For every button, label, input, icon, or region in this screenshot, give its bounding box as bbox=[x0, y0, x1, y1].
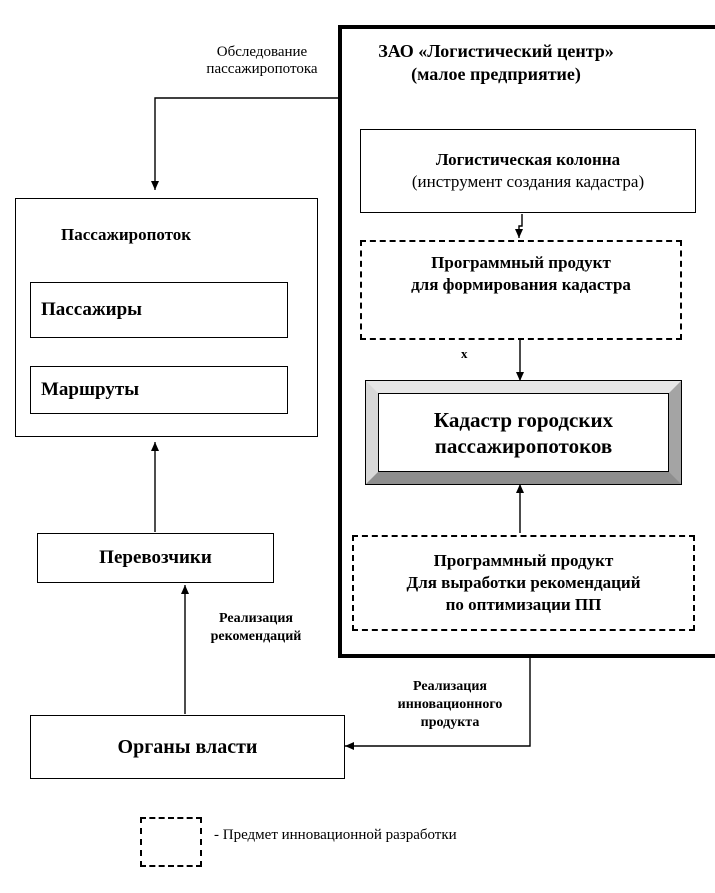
routes-label: Маршруты bbox=[41, 379, 140, 400]
passengers-label: Пассажиры bbox=[41, 299, 143, 320]
impl-innovation-label: Реализация инновационного продукта bbox=[386, 678, 514, 732]
legend-text: - Предмет инновационной разработки bbox=[214, 827, 457, 843]
software-cadastre-line1: Программный продукт bbox=[431, 253, 611, 272]
impl-recommend-label: Реализация рекомендаций bbox=[196, 610, 316, 646]
company-title: ЗАО «Логистический центр» (малое предпри… bbox=[356, 40, 636, 86]
logistic-column-subtitle: (инструмент создания кадастра) bbox=[411, 172, 645, 191]
software-cadastre-line2: для формирования кадастра bbox=[411, 275, 631, 294]
logistic-column-title: Логистическая колонна bbox=[435, 150, 621, 169]
legend-dashed-swatch bbox=[140, 817, 202, 867]
company-title-line1: ЗАО «Логистический центр» bbox=[378, 41, 614, 61]
company-frame bbox=[338, 25, 715, 658]
stray-mark: x bbox=[461, 346, 468, 361]
software-recommend-line3: по оптимизации ПП bbox=[445, 595, 602, 614]
software-cadastre-box: Программный продукт для формирования кад… bbox=[360, 240, 682, 340]
cadastre-frame: Кадастр городских пассажиропотоков bbox=[365, 380, 682, 485]
passenger-flow-title: Пассажиропоток bbox=[61, 225, 192, 244]
passengers-box: Пассажиры bbox=[30, 282, 288, 338]
carriers-label: Перевозчики bbox=[99, 547, 212, 568]
survey-label-line2: пассажиропотока bbox=[206, 61, 318, 77]
logistic-column-box: Логистическая колонна (инструмент создан… bbox=[360, 129, 696, 213]
impl-recommend-line1: Реализация bbox=[219, 611, 293, 626]
impl-innovation-line2: инновационного bbox=[397, 697, 503, 712]
impl-innovation-line3: продукта bbox=[420, 715, 480, 730]
survey-label-line1: Обследование bbox=[216, 44, 308, 60]
carriers-box: Перевозчики bbox=[37, 533, 274, 583]
column-to-software-arrow bbox=[515, 214, 523, 238]
software-recommend-line1: Программный продукт bbox=[433, 551, 614, 570]
cadastre-line1: Кадастр городских bbox=[433, 407, 614, 432]
company-title-line2: (малое предприятие) bbox=[411, 64, 581, 84]
cadastre-box: Кадастр городских пассажиропотоков bbox=[378, 393, 669, 472]
impl-innovation-line1: Реализация bbox=[413, 679, 487, 694]
impl-recommend-line2: рекомендаций bbox=[210, 629, 302, 644]
survey-arrow bbox=[151, 97, 338, 190]
cadastre-line2: пассажиропотоков bbox=[434, 433, 613, 458]
software-recommend-box: Программный продукт Для выработки рекоме… bbox=[352, 535, 695, 631]
software-recommend-line2: Для выработки рекомендаций bbox=[406, 573, 641, 592]
authorities-label: Органы власти bbox=[117, 735, 258, 758]
routes-box: Маршруты bbox=[30, 366, 288, 414]
survey-label: Обследование пассажиропотока bbox=[182, 44, 342, 78]
authorities-box: Органы власти bbox=[30, 715, 345, 779]
innovation-arrow bbox=[345, 655, 531, 750]
